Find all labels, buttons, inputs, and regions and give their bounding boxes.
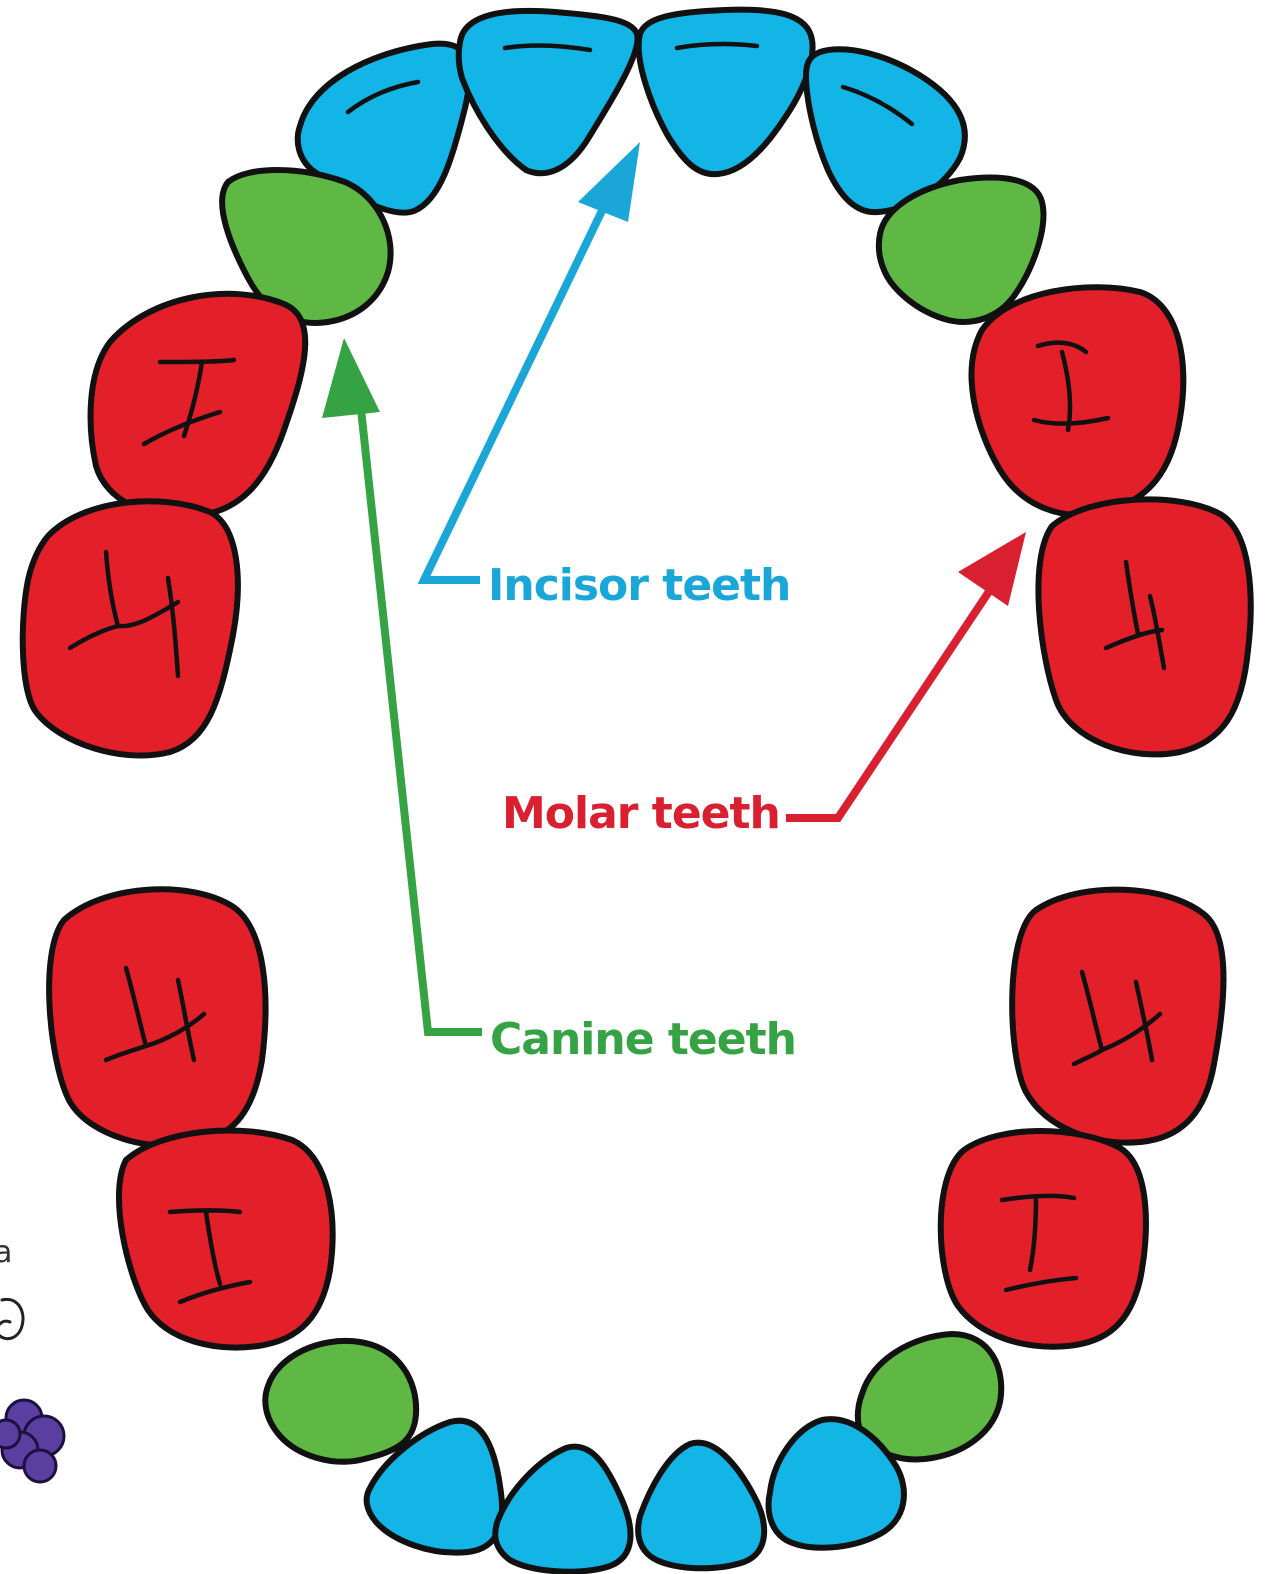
canine-label: Canine teeth (490, 1014, 796, 1065)
lower-incisor-left-central (495, 1447, 630, 1572)
incisor-label: Incisor teeth (488, 560, 790, 611)
upper-molar-right-second (1038, 499, 1250, 754)
lower-canine-left (265, 1341, 416, 1462)
lower-molar-right-first (941, 1131, 1146, 1347)
molar-label: Molar teeth (502, 788, 780, 839)
lower-molar-left-second (49, 889, 265, 1146)
upper-incisor-left-central (459, 11, 638, 173)
upper-molar-left-second (23, 501, 238, 755)
lower-molar-left-first (119, 1130, 333, 1347)
swirl-doodle (0, 1299, 23, 1338)
edge-decoration: a (0, 1235, 64, 1482)
upper-molar-right-first (972, 287, 1184, 515)
lower-incisor-right-central (638, 1443, 764, 1569)
canine-arrow (322, 338, 482, 1032)
lower-molar-right-second (1012, 890, 1223, 1143)
upper-arch (23, 10, 1251, 756)
molar-arrow (786, 532, 1026, 818)
incisor-arrow (424, 142, 640, 580)
lower-arch (49, 889, 1223, 1571)
purple-blob-icon (0, 1400, 64, 1482)
upper-incisor-right-central (639, 10, 813, 175)
edge-text-fragment: a (0, 1235, 12, 1270)
upper-molar-left-first (91, 294, 306, 517)
